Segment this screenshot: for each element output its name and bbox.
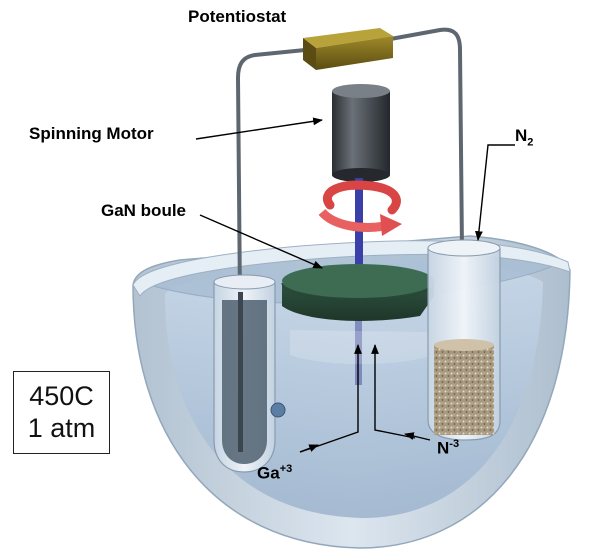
rotation-arrow <box>318 180 402 236</box>
left-electrode-tube <box>213 274 286 473</box>
gan-boule-label: GaN boule <box>101 201 187 220</box>
boule-pointer <box>199 214 323 269</box>
n3-pointer <box>371 344 416 439</box>
pressure-text: 1 atm <box>27 413 96 443</box>
conditions-box: 450C 1 atm <box>13 371 110 454</box>
potentiostat-box <box>303 28 393 70</box>
right-wire <box>384 27 464 251</box>
right-electrode-tube <box>427 239 501 441</box>
powder-fill <box>434 345 494 435</box>
n3-label: N-3 <box>437 438 460 458</box>
n2-label: N2 <box>515 126 534 149</box>
n2-pointer <box>475 144 515 241</box>
potentiostat-label: Potentiostat <box>188 7 287 26</box>
spinning-motor <box>332 84 390 182</box>
gan-boule <box>281 264 435 321</box>
ga3-label: Ga+3 <box>257 463 293 483</box>
spinning-motor-label: Spinning Motor <box>29 124 154 143</box>
left-wire <box>235 48 306 301</box>
motor-pointer <box>195 117 323 140</box>
temperature-text: 450C <box>29 381 94 411</box>
